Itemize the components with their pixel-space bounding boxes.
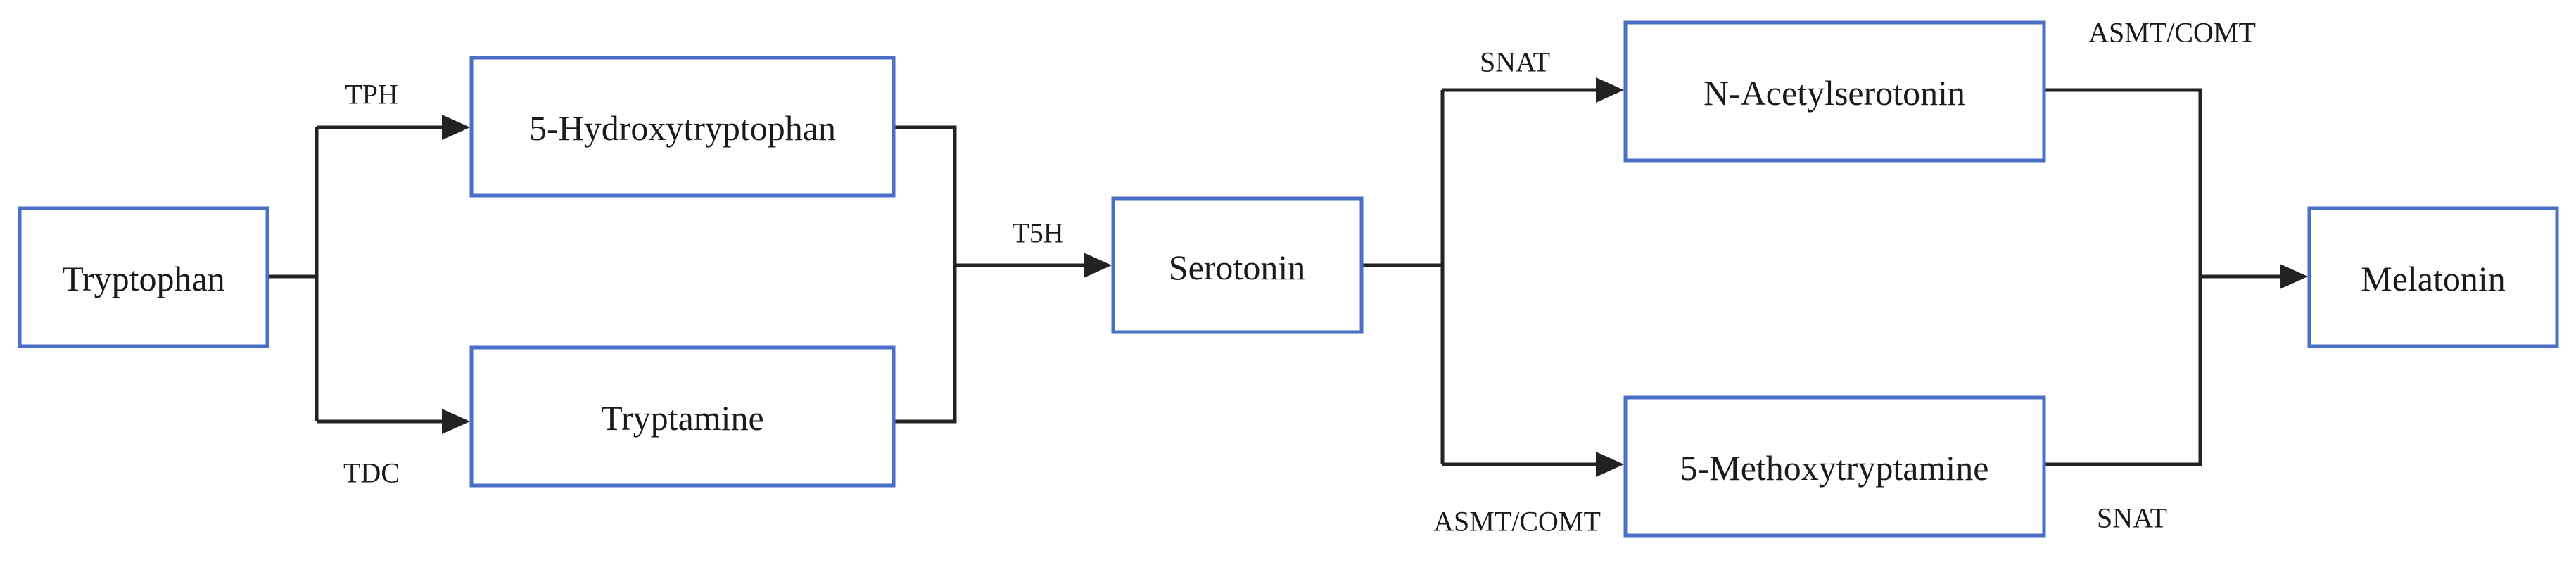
node-hydroxytryptophan-label: 5-Hydroxytryptophan: [529, 108, 836, 148]
node-tryptophan: Tryptophan: [18, 206, 269, 348]
node-methoxytryptamine: 5-Methoxytryptamine: [1623, 395, 2046, 538]
arrowhead-to-acetylserotonin: [1596, 77, 1624, 103]
arrowhead-to-melatonin: [2280, 264, 2308, 289]
arrowhead-to-tryptamine: [442, 409, 470, 434]
enzyme-label-asmt-comt-bottom: ASMT/COMT: [1433, 506, 1601, 538]
edge-tryptophan-split: [267, 127, 319, 421]
node-tryptamine-label: Tryptamine: [601, 398, 764, 438]
node-acetylserotonin-label: N-Acetylserotonin: [1703, 73, 1965, 113]
arrowhead-to-serotonin: [1084, 253, 1112, 278]
enzyme-label-snat-top: SNAT: [1480, 46, 1550, 78]
arrowhead-to-methoxytryptamine: [1596, 452, 1624, 477]
node-acetylserotonin: N-Acetylserotonin: [1623, 20, 2046, 163]
enzyme-label-snat-bottom: SNAT: [2097, 502, 2167, 534]
edge-serotonin-split: [1362, 90, 1445, 464]
edge-merge-to-melatonin: [2044, 88, 2280, 466]
node-serotonin-label: Serotonin: [1169, 248, 1305, 287]
node-hydroxytryptophan: 5-Hydroxytryptophan: [469, 56, 896, 198]
arrowhead-to-hydroxytryptophan: [442, 115, 470, 140]
node-melatonin: Melatonin: [2307, 206, 2559, 348]
node-tryptamine: Tryptamine: [469, 345, 896, 488]
edge-merge-to-serotonin: [894, 125, 1084, 424]
node-methoxytryptamine-label: 5-Methoxytryptamine: [1680, 448, 1989, 488]
enzyme-label-tph: TPH: [345, 79, 398, 110]
node-tryptophan-label: Tryptophan: [62, 259, 225, 298]
enzyme-label-t5h: T5H: [1012, 217, 1063, 249]
enzyme-label-asmt-comt-top: ASMT/COMT: [2088, 17, 2256, 49]
node-melatonin-label: Melatonin: [2361, 259, 2506, 298]
enzyme-label-tdc: TDC: [343, 457, 400, 489]
node-serotonin: Serotonin: [1111, 196, 1364, 334]
